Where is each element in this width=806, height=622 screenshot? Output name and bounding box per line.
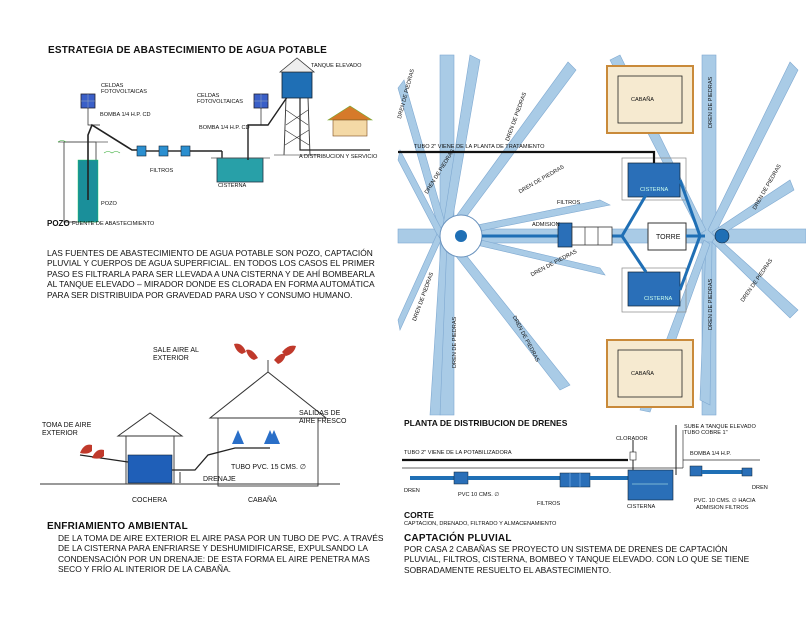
tubo-2-line (398, 150, 656, 163)
arrow-in-red (80, 444, 92, 454)
captacion-corte: CORTE (404, 510, 434, 520)
label-planta-cisterna-top: CISTERNA (640, 187, 669, 193)
planta-cisterna-top (627, 162, 681, 198)
cabana-top (606, 65, 694, 134)
label-drenaje: DRENAJE (203, 476, 236, 483)
label-sube: SUBE A TANQUE ELEVADO TUBO COBRE 1" (684, 424, 756, 437)
label-planta-cisterna-bottom: CISTERNA (644, 296, 673, 302)
clorador (629, 451, 637, 461)
label-celdas-2: CELDAS FOTOVOLTAICAS (197, 93, 243, 105)
label-tanque: TANQUE ELEVADO (311, 63, 362, 69)
label-cabana-enfr: CABAÑA (248, 497, 277, 504)
enfriamiento-cisterna (127, 454, 173, 484)
label-clorador: CLORADOR (616, 436, 648, 442)
cisterna-tank (216, 157, 264, 183)
label-tubo-planta: TUBO 2" VIENE DE LA PLANTA DE TRATAMIENT… (414, 144, 545, 150)
arrow-out-red-2 (282, 345, 296, 356)
label-pozo-small: POZO (101, 201, 117, 207)
captacion-cisterna (627, 469, 674, 501)
label-captacion-filtros: FILTROS (537, 501, 561, 507)
label-salidas: SALIDAS DE AIRE FRESCO (299, 410, 347, 425)
captacion-paragraph: POR CASA 2 CABAÑAS SE PROYECTO UN SISTEM… (404, 544, 750, 575)
label-bomba-1: BOMBA 1/4 H.P. CD (100, 112, 151, 118)
arrow-out-red-1 (234, 343, 246, 354)
label-torre: TORRE (656, 234, 681, 241)
label-tubo-pvc: TUBO PVC. 15 CMS. ∅ (231, 464, 306, 471)
captacion-pvc-box (453, 471, 469, 485)
label-bomba-2: BOMBA 1/4 H.P. CD (199, 125, 250, 131)
label-cabana-bottom: CABAÑA (631, 371, 655, 377)
label-tubo-potabilizadora: TUBO 2" VIENE DE LA POTABILIZADORA (404, 450, 512, 456)
label-toma-aire: TOMA DE AIRE EXTERIOR (42, 422, 92, 437)
captacion-title: CAPTACIÓN PLUVIAL (404, 533, 512, 544)
pozo-pipe (87, 123, 140, 200)
label-filtros: FILTROS (150, 168, 174, 174)
label-cochera: COCHERA (132, 497, 168, 504)
cabana-bottom (606, 339, 694, 408)
label-captacion-cisterna: CISTERNA (627, 504, 656, 510)
abastecimiento-paragraph: LAS FUENTES DE ABASTECIMIENTO DE AGUA PO… (47, 248, 375, 300)
label-dren-c1: DREN (404, 488, 420, 494)
captacion-corte-sub: CAPTACION, DRENADO, FILTRADO Y ALMACENAM… (404, 521, 557, 527)
aire-tubo (172, 447, 270, 471)
planta-filtros (571, 226, 613, 246)
label-planta-filtros: FILTROS (557, 200, 581, 206)
torre-box (647, 222, 687, 251)
label-fuente: FUENTE DE ABASTECIMIENTO (72, 221, 155, 227)
captacion-filtros (559, 472, 591, 488)
label-sale-aire: SALE AIRE AL EXTERIOR (153, 347, 199, 362)
label-celdas-1: CELDAS FOTOVOLTAICAS (101, 83, 147, 95)
label-cisterna: CISTERNA (218, 183, 247, 189)
arrow-fresh-1 (232, 430, 244, 444)
label-cabana-top: CABAÑA (631, 97, 655, 103)
enfriamiento-paragraph: DE LA TOMA DE AIRE EXTERIOR EL AIRE PASA… (58, 533, 384, 575)
label-captacion-bomba: BOMBA 1/4 H.P. (690, 451, 731, 457)
label-distribucion: A DISTRIBUCION Y SERVICIO (299, 154, 378, 160)
label-planta-admision: ADMISION (532, 222, 560, 228)
label-dren-c2: DREN (752, 485, 768, 491)
label-pozo: POZO (47, 219, 70, 228)
label-captacion-pvc: PVC 10 CMS. ∅ (458, 492, 500, 498)
label-pvc-hacia: PVC. 10 CMS. ∅ HACIA (694, 498, 756, 504)
enfriamiento-title: ENFRIAMIENTO AMBIENTAL (47, 521, 188, 532)
planta-title: PLANTA DE DISTRIBUCION DE DRENES (404, 418, 568, 428)
captacion-bomba (689, 465, 703, 477)
label-captacion-admision: ADMISION FILTROS (696, 505, 749, 511)
abastecimiento-title: ESTRATEGIA DE ABASTECIMIENTO DE AGUA POT… (48, 45, 327, 56)
hub-right (714, 228, 730, 244)
